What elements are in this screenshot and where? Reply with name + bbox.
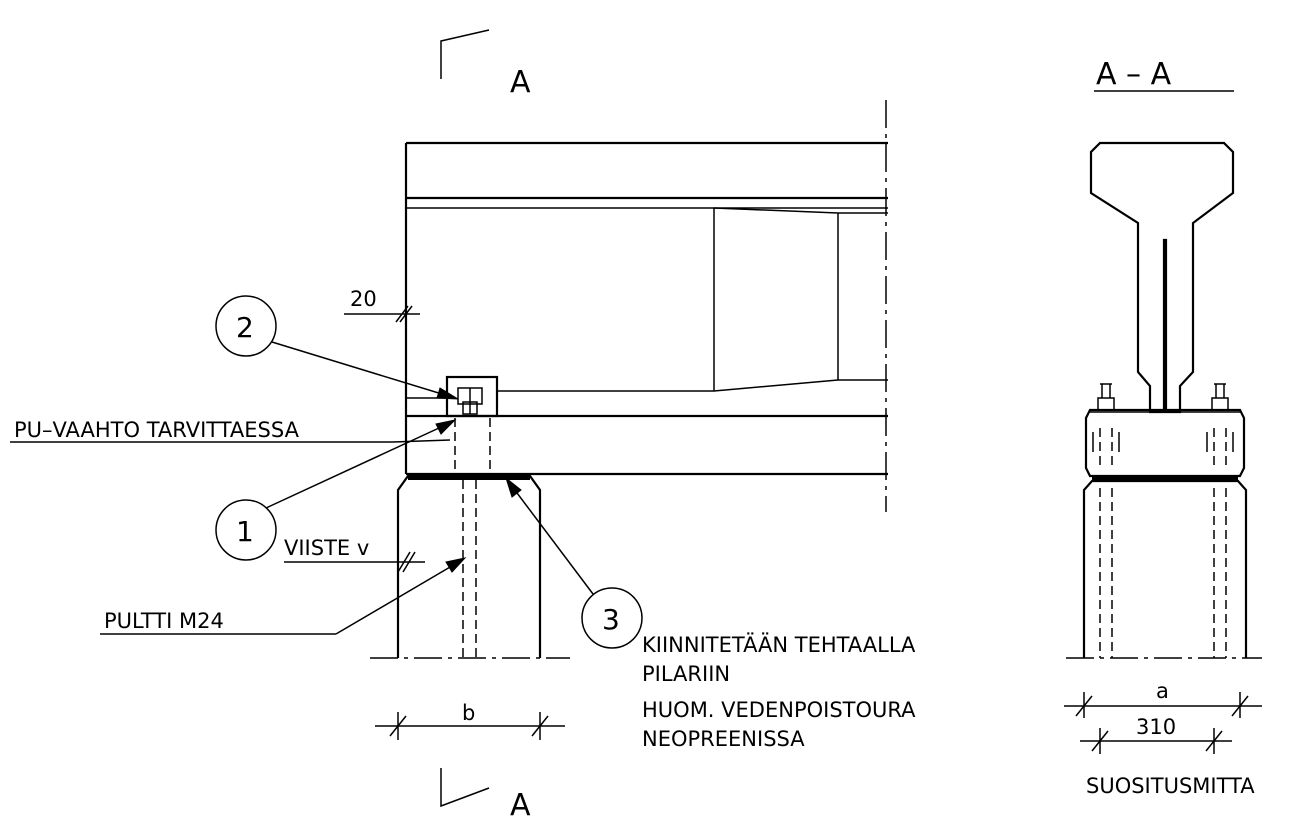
section-marker-bottom: A [440,768,531,819]
marker-1-text: 1 [236,515,254,548]
marker-2-text: 2 [236,311,254,344]
foam-label: PU–VAAHTO TARVITTAESSA [14,418,300,442]
anchor-bolt [454,418,491,658]
section-marker-top-letter: A [510,65,531,100]
dimension-a: a [1064,679,1262,718]
fixing-note: KIINNITETÄÄN TEHTAALLA PILARIIN HUOM. VE… [642,632,916,751]
bolt-label: PULTTI M24 [104,609,224,633]
marker-3: 3 [505,476,643,649]
section-view-title: A – A [1094,57,1234,92]
section-title-text: A – A [1096,57,1172,92]
marker-2: 2 [215,295,459,400]
dimension-b: b [375,701,565,740]
note-line-4: NEOPREENISSA [642,727,805,751]
marker-1: 1 [215,419,457,561]
dimension-310-text: 310 [1136,715,1176,739]
marker-3-text: 3 [602,603,620,636]
section-column [1066,479,1262,659]
section-beam-profile [1089,141,1235,414]
chamfer-label: VIISTE v [284,536,369,560]
dimension-b-text: b [462,701,475,725]
foam-callout: PU–VAAHTO TARVITTAESSA [10,418,451,443]
column-elevation [370,474,570,659]
dimension-a-text: a [1156,679,1169,703]
dimension-top-gap: 20 [344,287,420,323]
recommended-label: SUOSITUSMITTA [1086,774,1255,798]
section-bracket-block [1084,383,1246,478]
bolt-callout: PULTTI M24 [100,557,467,635]
note-line-1: KIINNITETÄÄN TEHTAALLA [642,632,916,657]
dimension-310: 310 [1080,715,1232,754]
note-line-3: HUOM. VEDENPOISTOURA [642,698,916,722]
beam-elevation [404,100,888,512]
section-marker-top: A [440,29,531,100]
section-marker-bottom-letter: A [510,788,531,819]
chamfer-callout: VIISTE v [284,536,425,573]
note-line-2: PILARIIN [642,662,730,686]
dimension-20-text: 20 [350,287,377,311]
